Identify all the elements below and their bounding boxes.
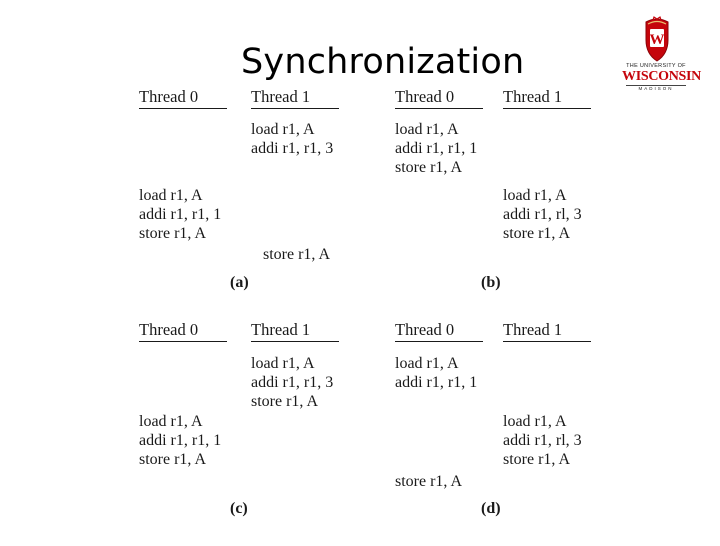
code-line: store r1, A	[251, 393, 319, 410]
code-line: load r1, A	[395, 355, 459, 372]
panel-c: Thread 0 Thread 1 load r1, A addi r1, r1…	[139, 321, 379, 546]
code-line: store r1, A	[503, 451, 571, 468]
code-line: addi r1, rl, 3	[503, 432, 582, 449]
code-line: addi r1, r1, 1	[395, 374, 478, 391]
logo-line-wisconsin: WISCONSIN	[622, 69, 701, 84]
thread1-column: Thread 1	[503, 321, 593, 342]
panel-d: Thread 0 Thread 1 load r1, A addi r1, r1…	[395, 321, 635, 546]
code-line: load r1, A	[139, 187, 203, 204]
thread1-header: Thread 1	[251, 88, 339, 109]
code-line: store r1, A	[263, 246, 331, 263]
code-line: addi r1, r1, 1	[139, 206, 222, 223]
code-line: addi r1, r1, 1	[139, 432, 222, 449]
code-line: store r1, A	[503, 225, 571, 242]
thread1-header: Thread 1	[503, 321, 591, 342]
university-logo: W THE UNIVERSITY OF WISCONSIN MADISON	[622, 16, 701, 100]
thread0-header: Thread 0	[395, 88, 483, 109]
slide-title: Synchronization	[241, 42, 525, 82]
code-line: store r1, A	[395, 473, 463, 490]
thread1-header: Thread 1	[251, 321, 339, 342]
thread1-column: Thread 1	[503, 88, 593, 109]
panel-caption: (d)	[481, 500, 501, 517]
thread1-header: Thread 1	[503, 88, 591, 109]
panel-b: Thread 0 Thread 1 load r1, A addi r1, r1…	[395, 88, 635, 313]
code-line: store r1, A	[395, 159, 463, 176]
code-line: load r1, A	[139, 413, 203, 430]
code-line: addi r1, rl, 3	[503, 206, 582, 223]
thread0-header: Thread 0	[395, 321, 483, 342]
code-line: store r1, A	[139, 451, 207, 468]
panel-caption: (b)	[481, 274, 501, 291]
panel-caption: (a)	[230, 274, 249, 291]
thread0-column: Thread 0	[395, 88, 485, 109]
thread1-column: Thread 1	[251, 321, 341, 342]
thread0-header: Thread 0	[139, 321, 227, 342]
thread0-header: Thread 0	[139, 88, 227, 109]
code-line: addi r1, r1, 3	[251, 374, 334, 391]
code-line: load r1, A	[503, 413, 567, 430]
crest-letter: W	[650, 32, 665, 48]
code-line: load r1, A	[395, 121, 459, 138]
code-line: addi r1, r1, 1	[395, 140, 478, 157]
thread0-column: Thread 0	[395, 321, 485, 342]
code-line: addi r1, r1, 3	[251, 140, 334, 157]
panel-caption: (c)	[230, 500, 248, 517]
code-line: load r1, A	[251, 121, 315, 138]
logo-divider	[626, 85, 686, 86]
thread1-column: Thread 1	[251, 88, 341, 109]
thread0-column: Thread 0	[139, 88, 229, 109]
code-line: store r1, A	[139, 225, 207, 242]
panel-a: Thread 0 Thread 1 load r1, A addi r1, r1…	[139, 88, 379, 313]
logo-line-madison: MADISON	[638, 86, 674, 91]
logo-line-university: THE UNIVERSITY OF	[626, 63, 686, 69]
code-line: load r1, A	[251, 355, 315, 372]
thread0-column: Thread 0	[139, 321, 229, 342]
code-line: load r1, A	[503, 187, 567, 204]
crest-icon: W	[645, 16, 669, 62]
